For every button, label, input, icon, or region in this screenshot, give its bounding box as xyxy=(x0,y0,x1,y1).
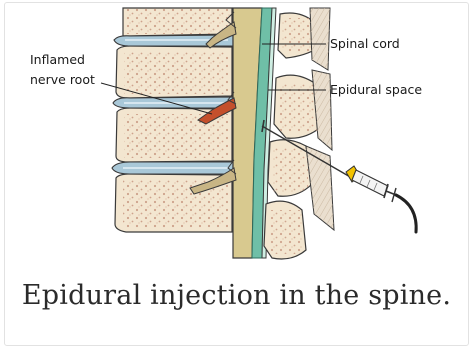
label-inflamed-nerve-line2: nerve root xyxy=(30,72,95,87)
ligament-3 xyxy=(306,146,334,230)
figure-caption: Epidural injection in the spine. xyxy=(0,280,473,311)
spine-diagram: Inflamed nerve root Spinal cord Epidural… xyxy=(0,0,473,268)
iv-tube xyxy=(396,195,416,232)
label-inflamed-nerve-line1: Inflamed xyxy=(30,52,85,67)
vertebral-body-1 xyxy=(123,8,232,36)
syringe xyxy=(346,166,396,202)
posterior-element-4 xyxy=(264,201,306,259)
vertebral-body-2 xyxy=(116,46,232,98)
label-spinal-cord: Spinal cord xyxy=(330,36,400,51)
posterior-element-3 xyxy=(268,140,312,197)
intervertebral-disc-2 xyxy=(113,97,233,108)
label-epidural-space: Epidural space xyxy=(330,82,422,97)
ligament-1 xyxy=(310,8,330,70)
intervertebral-disc-3 xyxy=(112,162,233,174)
